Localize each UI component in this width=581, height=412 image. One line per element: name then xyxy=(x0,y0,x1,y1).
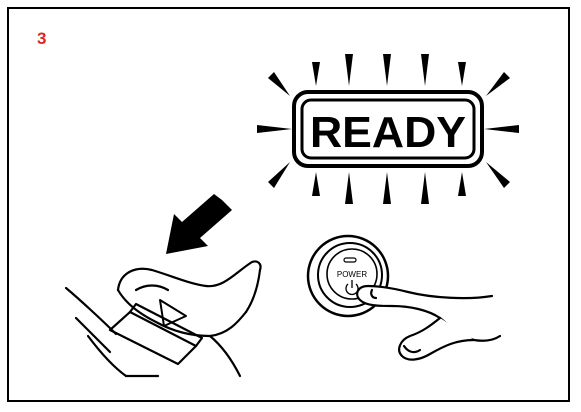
finger-icon xyxy=(357,286,500,360)
ready-indicator-icon: READY xyxy=(257,54,519,204)
brake-pedal-icon xyxy=(66,261,261,376)
press-arrow-icon xyxy=(166,194,232,254)
ready-label: READY xyxy=(310,108,466,157)
power-button-label: POWER xyxy=(337,270,367,279)
